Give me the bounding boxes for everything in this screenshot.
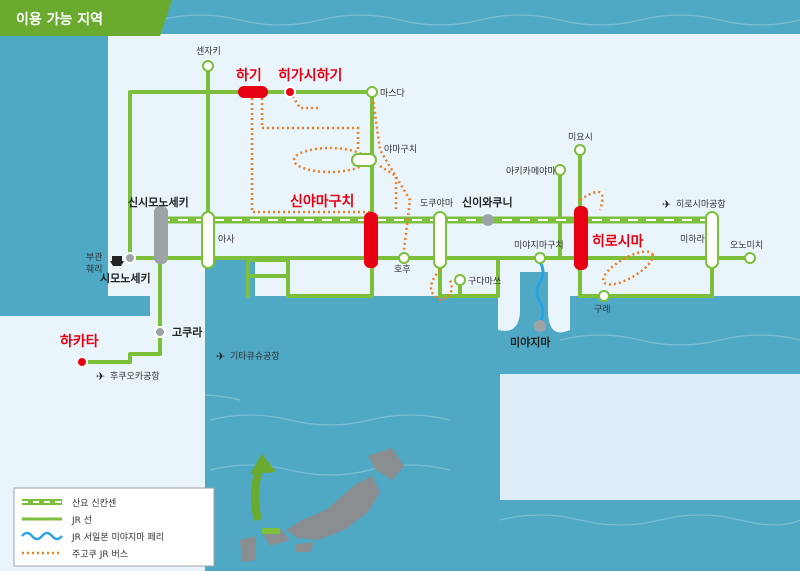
- legend: 산요 신칸센 JR 선 JR 서일본 미야지마 페리 주고쿠 JR 버스: [13, 487, 215, 567]
- japan-inset: [240, 448, 404, 562]
- station-shiniwakuni-marker: [482, 214, 494, 226]
- station-hofu-marker: [398, 252, 410, 264]
- title-tab: [0, 0, 160, 36]
- label-shiniwakuni: 신이와쿠니: [462, 195, 513, 209]
- label-ferry: 훼리: [86, 264, 103, 275]
- station-shinyamaguchi-marker: [364, 212, 378, 268]
- station-kure-marker: [598, 290, 610, 302]
- label-higashihagi: 히가시하기: [278, 67, 342, 84]
- label-akikamemachi: 아키카메야마: [506, 166, 556, 177]
- label-shinshimonoseki: 신시모노세키: [128, 195, 189, 209]
- station-labels: 하기 히가시하기 센자키 마스다 야마구치 신야마구치 신시모노세키 아사 시모…: [60, 46, 763, 350]
- station-miyoshi-marker: [574, 144, 586, 156]
- station-higashihagi-marker: [284, 86, 296, 98]
- airplane-icon: ✈: [96, 370, 105, 383]
- stations: [76, 60, 756, 368]
- label-asa: 아사: [218, 234, 235, 245]
- label-shimonoseki: 시모노세키: [100, 271, 151, 285]
- ferry-route: [535, 261, 545, 323]
- station-asa-marker: [201, 211, 215, 269]
- label-hofu: 호후: [394, 264, 411, 275]
- station-yamaguchi-marker: [351, 153, 377, 167]
- station-masuda-marker: [366, 86, 378, 98]
- label-kudamatsu: 구다마쓰: [468, 276, 501, 287]
- label-onomichi: 오노미치: [730, 239, 763, 251]
- station-shimonoseki-marker: [124, 252, 136, 264]
- label-airport-kitakyushu: 기타큐슈공항: [230, 351, 280, 362]
- airplane-icon: ✈: [216, 350, 225, 363]
- label-shinyamaguchi: 신야마구치: [290, 193, 354, 210]
- arrow-head-icon: [250, 454, 276, 474]
- label-kokura: 고쿠라: [172, 325, 203, 339]
- station-kokura-marker: [154, 326, 166, 338]
- station-tokuyama-marker: [433, 211, 447, 269]
- label-bukan: 부관: [86, 252, 103, 263]
- station-kudamatsu-marker: [454, 274, 466, 286]
- label-senzaki: 센자키: [196, 46, 221, 57]
- legend-bus: 주고쿠 JR 버스: [72, 549, 128, 560]
- label-airport-fukuoka: 후쿠오카공항: [110, 371, 160, 382]
- shikoku-land: [500, 374, 800, 500]
- station-akikamemachi-marker: [554, 164, 566, 176]
- label-hagi: 하기: [236, 67, 262, 84]
- label-masuda: 마스다: [380, 88, 406, 99]
- station-hagi-marker: [238, 86, 268, 98]
- legend-ferry: JR 서일본 미야지마 페리: [71, 532, 164, 543]
- label-miyajimaguchi: 미야지마구치: [514, 239, 564, 251]
- station-senzaki-marker: [202, 60, 214, 72]
- label-hakata: 하카타: [60, 333, 99, 350]
- station-hakata-marker: [76, 356, 88, 368]
- station-miyajima-marker: [534, 320, 546, 332]
- label-miyajima: 미야지마: [510, 335, 551, 349]
- station-shinshimonoseki-marker: [154, 206, 168, 264]
- station-mihara-marker: [705, 211, 719, 269]
- map-title: 이용 가능 지역: [16, 11, 103, 28]
- label-kure: 구레: [594, 304, 611, 315]
- station-miyajimaguchi-marker: [534, 252, 546, 264]
- airplane-icon: ✈: [662, 198, 671, 211]
- legend-jr: JR 선: [71, 515, 92, 526]
- label-yamaguchi: 야마구치: [384, 143, 417, 155]
- label-hiroshima: 히로시마: [592, 233, 644, 250]
- ship-icon: [110, 256, 124, 266]
- label-airport-hiroshima: 히로시마공항: [676, 199, 726, 210]
- legend-shinkansen: 산요 신칸센: [72, 498, 116, 509]
- label-tokuyama: 도쿠야마: [420, 198, 454, 209]
- label-miyoshi: 미요시: [568, 132, 593, 143]
- station-hiroshima-marker: [574, 206, 588, 270]
- label-mihara: 미하라: [680, 234, 706, 245]
- airports: ✈ 히로시마공항 ✈ 기타큐슈공항 ✈ 후쿠오카공항: [96, 198, 726, 383]
- station-onomichi-marker: [744, 252, 756, 264]
